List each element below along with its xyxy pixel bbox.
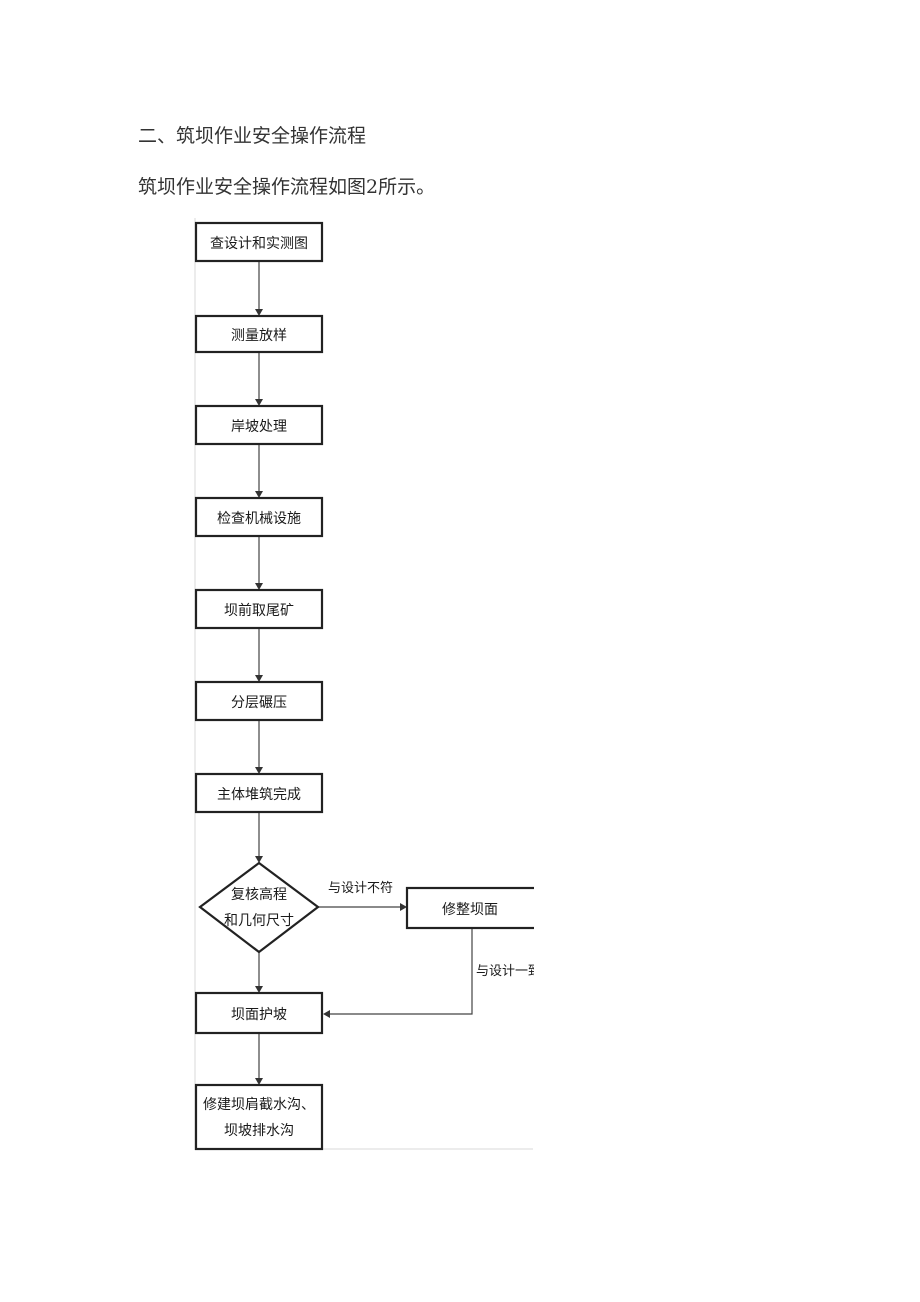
arrowhead-2-3 <box>255 399 263 406</box>
node-check-design: 查设计和实测图 <box>210 236 308 252</box>
node-drainage-box <box>194 1083 324 1151</box>
node-survey-box <box>194 314 324 354</box>
arrowhead-8-9 <box>323 1010 330 1018</box>
decision-diamond <box>198 861 320 954</box>
edge-label-mismatch: 与设计不符 <box>328 880 393 896</box>
decision-label-line1: 复核高程 <box>231 886 287 903</box>
decision-label-line2: 和几何尺寸 <box>224 913 294 929</box>
arrowhead-9-10 <box>255 1078 263 1085</box>
arrowhead-7-decision <box>255 856 263 863</box>
node-layered-compaction-box <box>194 680 324 722</box>
node-trim-dam-face: 修整坝面 <box>442 902 498 918</box>
node-bank-slope-box <box>194 404 324 446</box>
node-take-tailings-box <box>194 588 324 630</box>
node-survey: 测量放样 <box>231 328 287 344</box>
arrowhead-3-4 <box>255 491 263 498</box>
arrowhead-decision-9 <box>255 986 263 993</box>
node-trim-dam-face-box <box>405 886 534 930</box>
arrowhead-4-5 <box>255 583 263 590</box>
node-check-machinery-box <box>194 496 324 538</box>
arrowhead-6-7 <box>255 767 263 774</box>
intro-paragraph: 筑坝作业安全操作流程如图2所示。 <box>138 176 436 198</box>
node-check-design-box <box>194 221 324 263</box>
node-bank-slope: 岸坡处理 <box>231 419 287 435</box>
node-main-body-done-box <box>194 772 324 814</box>
node-drainage-line1: 修建坝肩截水沟、 <box>203 1097 315 1113</box>
node-main-body-done: 主体堆筑完成 <box>217 787 301 803</box>
node-check-machinery: 检查机械设施 <box>217 511 301 527</box>
arrowhead-1-2 <box>255 309 263 316</box>
section-heading: 二、筑坝作业安全操作流程 <box>138 125 367 147</box>
arrowhead-5-6 <box>255 675 263 682</box>
edge-label-match: 与设计一致 <box>476 964 541 979</box>
node-slope-protection: 坝面护坡 <box>231 1007 287 1023</box>
node-layered-compaction: 分层碾压 <box>231 695 287 711</box>
arrowhead-decision-8 <box>400 903 407 911</box>
node-slope-protection-box <box>194 991 324 1035</box>
node-take-tailings: 坝前取尾矿 <box>224 602 294 619</box>
connector-8-9 <box>330 928 473 1015</box>
node-drainage-line2: 坝坡排水沟 <box>224 1123 294 1139</box>
